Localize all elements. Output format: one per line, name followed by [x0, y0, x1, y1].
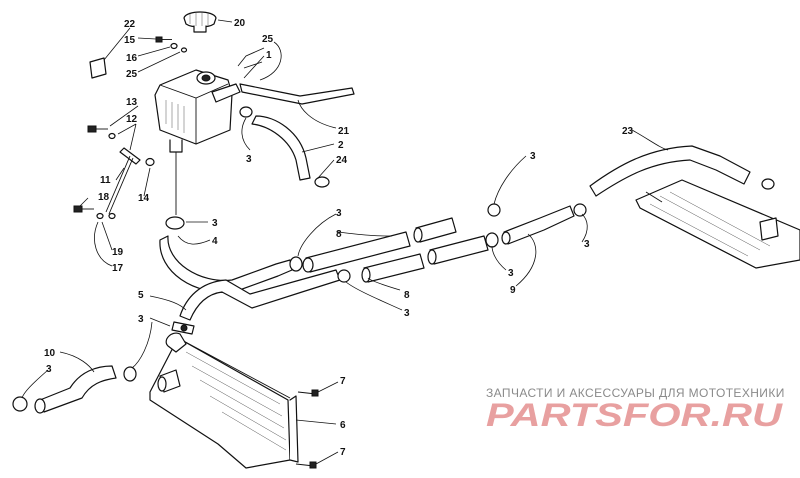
tube-8-upper	[302, 217, 457, 273]
callout-16: 16	[126, 53, 138, 64]
callout-21: 21	[338, 126, 350, 137]
clamp-23	[761, 178, 775, 190]
hose-2	[251, 115, 311, 181]
heat-exchanger-front	[149, 332, 317, 469]
bolt-7-lower	[309, 461, 317, 469]
callout-3-i: 3	[46, 364, 52, 375]
clamp-24	[314, 176, 330, 188]
callout-20: 20	[234, 18, 246, 29]
callout-18: 18	[98, 192, 110, 203]
callout-3-a: 3	[246, 154, 252, 165]
screw-15	[155, 36, 172, 43]
callout-22: 22	[124, 19, 136, 30]
callout-17: 17	[112, 263, 124, 274]
leader-lines	[21, 19, 669, 465]
grommet-25	[180, 47, 188, 53]
washer-16	[170, 42, 178, 50]
hose-9	[503, 205, 575, 245]
callout-2: 2	[338, 140, 344, 151]
clamp-under-reservoir	[165, 216, 185, 230]
hose-10	[39, 365, 117, 413]
callout-14: 14	[138, 193, 150, 204]
callout-7-b: 7	[340, 447, 346, 458]
callout-3-c: 3	[336, 208, 342, 219]
callout-1: 1	[266, 50, 272, 61]
radiator-cap	[183, 11, 217, 33]
heat-exchanger-rear	[635, 179, 800, 269]
watermark-caption: ЗАПЧАСТИ И АКСЕССУАРЫ ДЛЯ МОТОТЕХНИКИ	[486, 386, 785, 400]
callout-5: 5	[138, 290, 144, 301]
clamp-mid-1	[487, 203, 501, 217]
hose-23	[589, 145, 751, 197]
callout-7-a: 7	[340, 376, 346, 387]
callout-24: 24	[336, 155, 348, 166]
watermark-logo: PARTSFOR.RU	[486, 398, 783, 432]
callout-3-f: 3	[584, 239, 590, 250]
coolant-reservoir	[154, 69, 241, 153]
callout-9: 9	[510, 285, 516, 296]
hose-4	[159, 235, 293, 294]
clamp-mid-2	[485, 232, 499, 248]
callout-25-a: 25	[126, 69, 138, 80]
mounting-tag	[89, 57, 107, 79]
callout-3-e: 3	[530, 151, 536, 162]
callout-3-d: 3	[404, 308, 410, 319]
clamp-5	[337, 269, 351, 283]
callout-25-b: 25	[262, 34, 274, 45]
callout-13: 13	[126, 97, 138, 108]
clamp-mid-3	[573, 203, 587, 217]
callout-11: 11	[100, 175, 111, 186]
clamp-radiator-inlet	[123, 366, 137, 382]
callout-3-h: 3	[138, 314, 144, 325]
callout-8-a: 8	[336, 229, 342, 240]
callout-3-b: 3	[212, 218, 218, 229]
callout-3-g: 3	[508, 268, 514, 279]
callout-4: 4	[212, 236, 218, 247]
clamp-4	[289, 256, 303, 272]
watermark-logo-text: PARTSFOR.RU	[486, 398, 783, 432]
reservoir-clamp	[239, 106, 253, 118]
callout-6: 6	[340, 420, 346, 431]
callout-19: 19	[112, 247, 124, 258]
callout-12: 12	[126, 114, 138, 125]
callout-labels: 22 15 16 25 20 25 1 21 2 24 3 13 12 14 1…	[44, 18, 634, 458]
callout-8-b: 8	[404, 290, 410, 301]
mount-bracket-hardware	[73, 125, 155, 220]
clamp-10	[12, 396, 28, 412]
callout-23: 23	[622, 126, 634, 137]
bolt-7-upper	[311, 389, 319, 397]
fitting-top	[171, 321, 195, 335]
callout-10: 10	[44, 348, 56, 359]
overflow-hose	[239, 83, 355, 105]
callout-15: 15	[124, 35, 136, 46]
